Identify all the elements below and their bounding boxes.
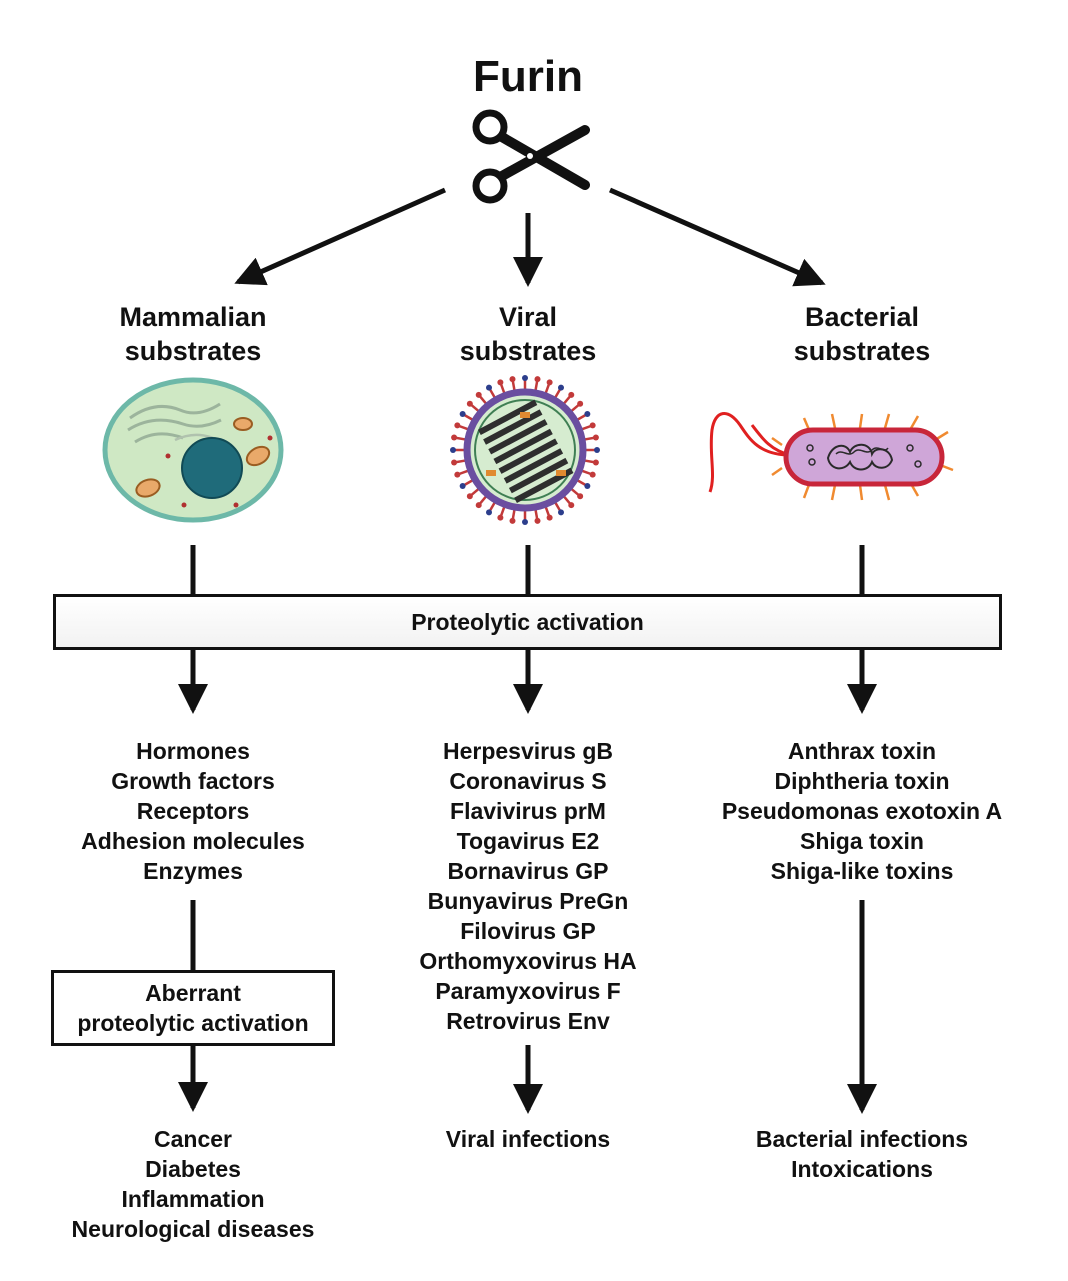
heading-mammalian: Mammalian substrates <box>73 300 313 368</box>
list-item: Hormones <box>136 738 250 764</box>
list-item: Growth factors <box>111 768 275 794</box>
heading-bacterial-line1: Bacterial <box>804 302 920 332</box>
list-item: Shiga toxin <box>800 828 924 854</box>
arrow-to-bacterial <box>608 187 826 287</box>
list-item: Orthomyxovirus HA <box>419 948 637 974</box>
mammalian-cell-icon <box>102 377 284 523</box>
aberrant-line1: Aberrant <box>145 980 241 1006</box>
list-item: Togavirus E2 <box>456 828 600 854</box>
diagram-title: Furin <box>473 52 583 101</box>
outcome-list-bacterial: Bacterial infections Intoxications <box>712 1124 1012 1184</box>
list-item: Filovirus GP <box>460 918 596 944</box>
bacterium-icon <box>708 412 954 501</box>
list-item: Intoxications <box>791 1156 933 1182</box>
list-item: Viral infections <box>445 1126 611 1152</box>
list-item: Diabetes <box>145 1156 241 1182</box>
proteolytic-activation-box: Proteolytic activation <box>53 594 1002 650</box>
heading-viral-line1: Viral <box>498 302 558 332</box>
list-item: Retrovirus Env <box>446 1008 610 1034</box>
aberrant-activation-box: Aberrant proteolytic activation <box>51 970 335 1046</box>
substrate-list-mammalian: Hormones Growth factors Receptors Adhesi… <box>43 736 343 886</box>
heading-bacterial-line2: substrates <box>793 336 931 366</box>
list-item: Flavivirus prM <box>450 798 606 824</box>
list-item: Neurological diseases <box>71 1216 315 1242</box>
outcome-list-viral: Viral infections <box>378 1124 678 1154</box>
list-item: Coronavirus S <box>449 768 607 794</box>
list-item: Enzymes <box>143 858 243 884</box>
list-item: Paramyxovirus F <box>435 978 621 1004</box>
arrow-to-mammalian <box>234 187 447 286</box>
aberrant-line2: proteolytic activation <box>77 1010 309 1036</box>
list-item: Adhesion molecules <box>81 828 305 854</box>
heading-viral-line2: substrates <box>459 336 597 366</box>
list-item: Herpesvirus gB <box>442 738 613 764</box>
substrate-list-bacterial: Anthrax toxin Diphtheria toxin Pseudomon… <box>692 736 1032 886</box>
outcome-list-mammalian: Cancer Diabetes Inflammation Neurologica… <box>43 1124 343 1244</box>
list-item: Cancer <box>154 1126 232 1152</box>
list-item: Inflammation <box>121 1186 265 1212</box>
list-item: Anthrax toxin <box>787 738 937 764</box>
list-item: Bornavirus GP <box>447 858 609 884</box>
list-item: Shiga-like toxins <box>770 858 954 884</box>
list-item: Bunyavirus PreGn <box>427 888 629 914</box>
heading-viral: Viral substrates <box>408 300 648 368</box>
scissors-icon <box>472 109 590 204</box>
list-item: Pseudomonas exotoxin A <box>721 798 1003 824</box>
heading-bacterial: Bacterial substrates <box>742 300 982 368</box>
virus-particle-icon <box>450 375 600 525</box>
list-item: Receptors <box>136 798 250 824</box>
list-item: Bacterial infections <box>755 1126 969 1152</box>
heading-mammalian-line2: substrates <box>124 336 262 366</box>
heading-mammalian-line1: Mammalian <box>119 302 267 332</box>
list-item: Diphtheria toxin <box>774 768 950 794</box>
substrate-list-viral: Herpesvirus gB Coronavirus S Flavivirus … <box>378 736 678 1036</box>
